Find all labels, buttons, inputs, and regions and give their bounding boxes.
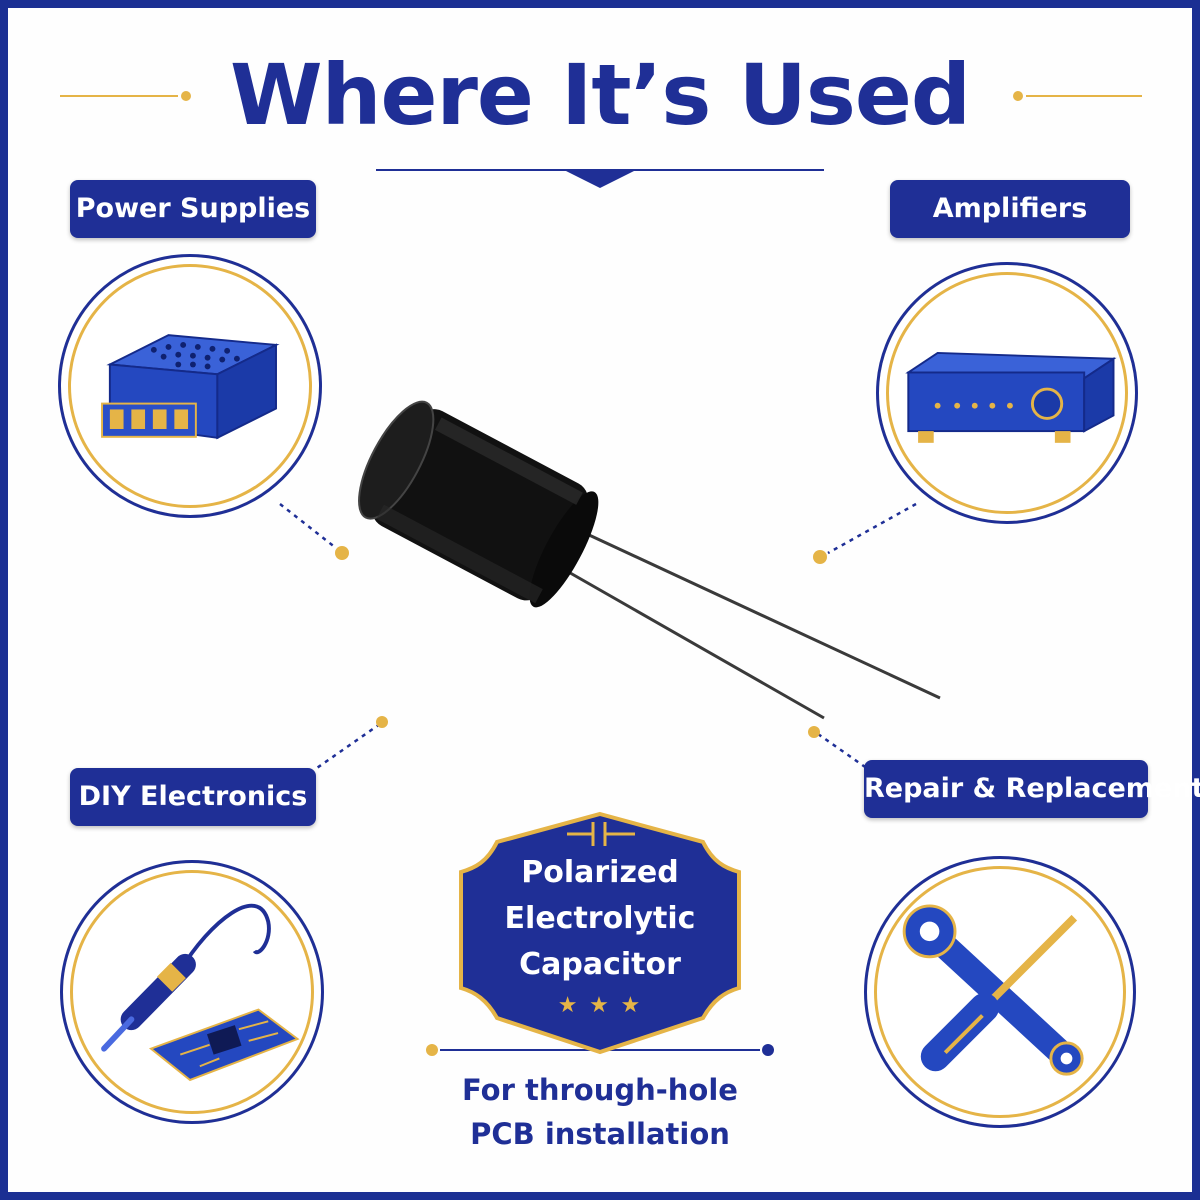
badge-line-3: Capacitor <box>519 947 681 982</box>
label-diy-electronics: DIY Electronics <box>70 768 316 826</box>
label-power-supplies: Power Supplies <box>70 180 316 238</box>
wrench-screwdriver-icon <box>902 904 1084 1076</box>
badge-title: Polarized Electrolytic Capacitor ★ ★ ★ <box>455 850 745 1024</box>
decorative-lines <box>60 91 1142 1056</box>
label-repair-replacement: Repair & Replacement <box>864 760 1200 818</box>
amplifier-circle <box>876 262 1138 524</box>
capacitor-badge <box>459 811 741 1055</box>
label-amplifiers: Amplifiers <box>890 180 1130 238</box>
amplifier-icon <box>905 351 1117 443</box>
footer-line-1: For through-hole <box>462 1073 738 1107</box>
footer-text: For through-hole PCB installation <box>400 1068 800 1156</box>
badge-line-2: Electrolytic <box>504 901 696 936</box>
page-title: Where It’s Used <box>230 46 971 144</box>
capacitor-symbol-icon <box>567 822 635 846</box>
soldering-iron-icon <box>101 903 300 1082</box>
footer-line-2: PCB installation <box>470 1117 730 1151</box>
repair-circle <box>864 856 1136 1128</box>
power-supply-circle <box>58 254 322 518</box>
badge-stars: ★ ★ ★ <box>557 993 643 1018</box>
diy-electronics-circle <box>60 860 324 1124</box>
capacitor-image <box>358 400 941 720</box>
badge-line-1: Polarized <box>521 855 679 890</box>
power-supply-icon <box>101 334 280 440</box>
